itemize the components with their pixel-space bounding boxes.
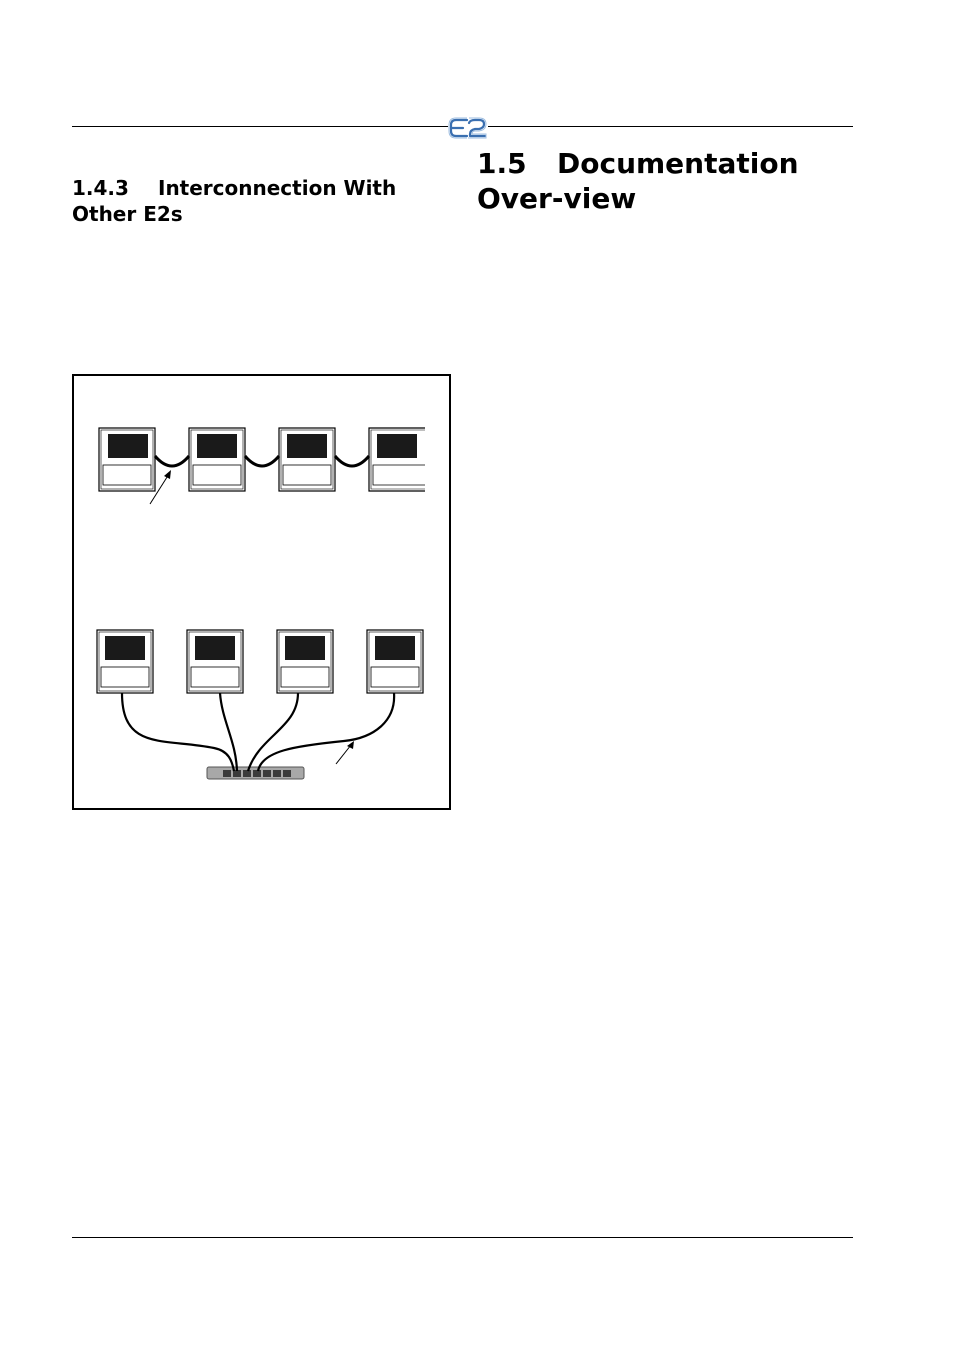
e2-controller	[276, 629, 334, 694]
e2-logo	[448, 114, 488, 142]
e2-controller	[366, 629, 424, 694]
cable-pointer-arrow	[149, 473, 170, 505]
daisy-chain-cable	[243, 454, 281, 468]
section-number: 1.5	[477, 147, 527, 180]
daisy-chain-cable	[153, 454, 191, 468]
daisy-chain-cable	[333, 454, 371, 468]
footer-rule	[72, 1237, 853, 1238]
e2-controller	[188, 427, 246, 492]
ethernet-cable	[256, 692, 396, 772]
daisy-chain-row	[98, 427, 425, 505]
cable-pointer-arrow	[335, 744, 352, 765]
ethernet-cable	[246, 692, 300, 772]
network-diagram-svg	[96, 427, 425, 780]
ethernet-cable	[120, 692, 236, 772]
ethernet-switch	[206, 766, 305, 780]
network-diagram	[72, 374, 451, 810]
star-topology-row	[96, 629, 424, 780]
e2-controller	[96, 629, 154, 694]
e2-controller	[186, 629, 244, 694]
e2-controller	[278, 427, 336, 492]
ethernet-cable	[218, 692, 239, 772]
section-title: Documentation Over-view	[477, 147, 799, 215]
e2-controller	[368, 427, 425, 492]
e2-controller	[98, 427, 156, 492]
section-number: 1.4.3	[72, 176, 129, 200]
section-title: Interconnection With Other E2s	[72, 176, 397, 226]
